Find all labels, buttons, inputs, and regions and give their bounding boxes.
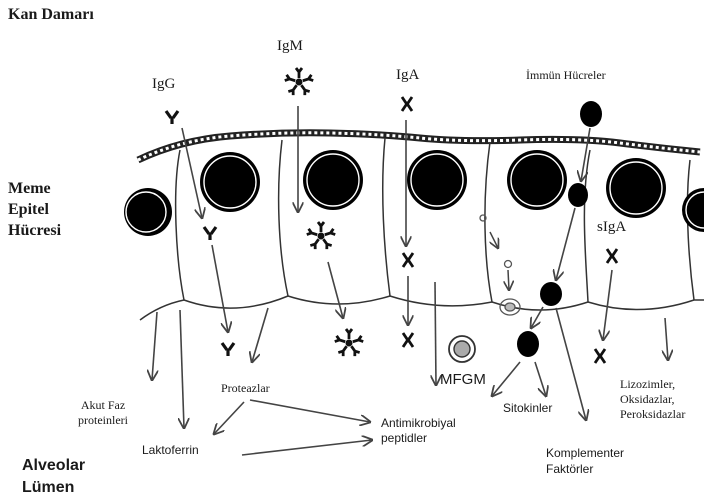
lactoferrin-label: Laktoferrin: [142, 443, 199, 457]
vesicle-arrow-2: [508, 270, 509, 290]
vesicle-arrow: [490, 232, 498, 248]
iga-dimer-icon: [402, 97, 412, 111]
alveolar-lumen-label: Alveolar Lümen: [22, 455, 85, 499]
siga-label: sIgA: [597, 219, 626, 236]
iga-label: IgA: [396, 67, 419, 84]
igm-pentamer-icon-cell: [307, 222, 335, 249]
cytokines-label: Sitokinler: [503, 401, 552, 415]
secretory-vesicles: [480, 215, 520, 315]
igg-antibody-icon: [166, 111, 178, 124]
igg-antibody-icon-cell: [204, 227, 216, 240]
acute-phase-proteins-label: Akut Faz proteinleri: [78, 398, 128, 428]
igg-label: IgG: [152, 76, 175, 93]
igm-pentamer-icon: [285, 68, 313, 95]
mfgm-label: MFGM: [440, 371, 486, 388]
proteases-label: Proteazlar: [221, 381, 270, 396]
antimicrobial-peptides-label: Antimikrobiyal peptidler: [381, 416, 456, 446]
igm-label: IgM: [277, 38, 303, 55]
iga-dimer-icon-lumen: [403, 333, 413, 347]
iga-dimer-icon-cell: [403, 253, 413, 267]
siga-dimer-icon-lumen: [595, 349, 605, 363]
igg-antibody-icon-lumen: [222, 343, 234, 356]
complement-factors-label: Komplementer Faktörler: [546, 445, 624, 477]
blood-vessel-label: Kan Damarı: [8, 6, 94, 24]
epithelial-cell-label: Meme Epitel Hücresi: [8, 178, 61, 241]
siga-dimer-icon: [607, 249, 617, 263]
igm-pentamer-icon-lumen: [335, 329, 363, 356]
immune-cells-label: İmmün Hücreler: [526, 68, 606, 83]
enzymes-label: Lizozimler, Oksidazlar, Peroksidazlar: [620, 377, 685, 422]
mfgm-globule-icon: [449, 336, 475, 362]
